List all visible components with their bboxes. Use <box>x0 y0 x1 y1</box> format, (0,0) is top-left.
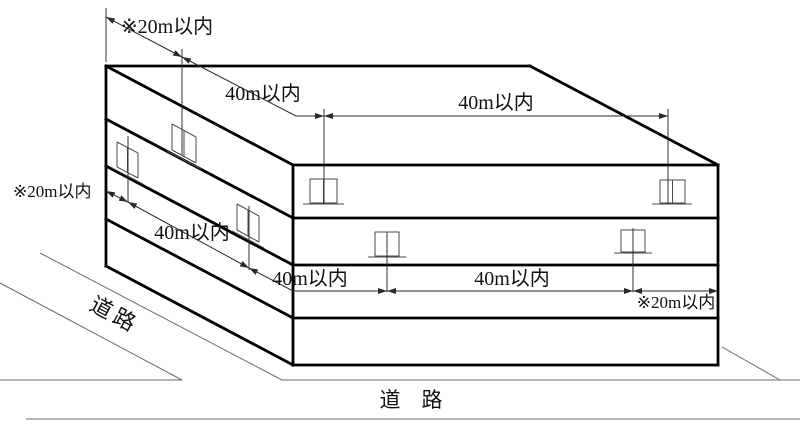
left-facade-top-edge <box>104 64 295 167</box>
label-road-bottom: 道 路 <box>380 388 443 412</box>
dimension-lines <box>105 16 718 294</box>
dim-interval-front-lower-left <box>248 267 387 294</box>
right-corner-edge <box>721 346 781 381</box>
dim-setback-top <box>105 16 183 58</box>
left-facade-floor-line-2 <box>104 164 295 267</box>
extension-lines <box>105 8 669 292</box>
window-front-upper-2 <box>652 179 692 205</box>
diagonal-road-inner-edge <box>39 252 283 381</box>
label-setback-left: ※20m以内 <box>13 182 91 201</box>
roads <box>0 252 800 420</box>
diagonal-road-outer-edge <box>0 282 183 381</box>
window-left-upper <box>166 123 202 170</box>
dim-setback-left <box>105 190 129 203</box>
dimension-labels: ※20m以内 40m以内 40m以内 ※20m以内 40m以内 40m以内 40… <box>13 15 715 312</box>
label-interval-left-facade: 40m以内 <box>154 221 230 244</box>
left-facade-bottom-edge <box>104 264 295 367</box>
label-interval-front-lower-left: 40m以内 <box>272 267 348 290</box>
label-setback-top: ※20m以内 <box>121 15 213 38</box>
label-road-diagonal: 道路 <box>86 291 144 337</box>
building-outline <box>104 64 720 367</box>
label-interval-top-horiz: 40m以内 <box>458 91 534 114</box>
dim-interval-top-diag <box>181 56 324 119</box>
dim-interval-left-facade <box>127 201 250 269</box>
label-setback-lower-right: ※20m以内 <box>637 293 715 312</box>
label-interval-front-lower-right: 40m以内 <box>474 267 550 290</box>
road-labels: 道路 道 路 <box>86 291 443 412</box>
label-interval-top-diag: 40m以内 <box>225 82 301 105</box>
